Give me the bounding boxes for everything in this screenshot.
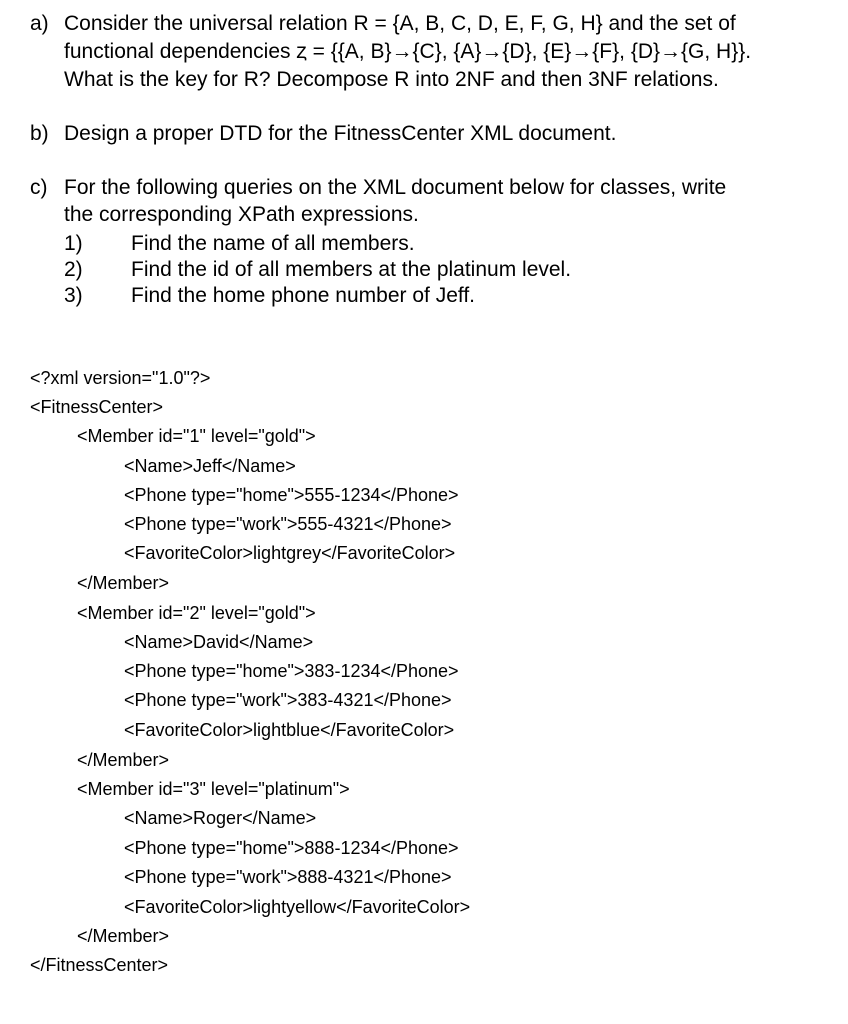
xml-member-3-open: <Member id="3" level="platinum"> xyxy=(77,779,350,799)
subquery-2-text: Find the id of all members at the platin… xyxy=(131,258,572,281)
xml-member-2-phone-work: <Phone type="work">383-4321</Phone> xyxy=(124,690,452,710)
subquery-3-text: Find the home phone number of Jeff. xyxy=(131,284,475,307)
xml-declaration: <?xml version="1.0"?> xyxy=(30,368,211,388)
question-c-letter: c) xyxy=(30,176,48,199)
xml-member-3-name: <Name>Roger</Name> xyxy=(124,808,317,828)
xml-member-2-name: <Name>David</Name> xyxy=(124,632,314,652)
xml-member-3-phone-home: <Phone type="home">888-1234</Phone> xyxy=(124,838,459,858)
subquery-3-number: 3) xyxy=(64,284,83,307)
xml-fitnesscenter-open: <FitnessCenter> xyxy=(30,397,164,417)
question-c-line-1: For the following queries on the XML doc… xyxy=(64,176,727,199)
xml-member-2-open: <Member id="2" level="gold"> xyxy=(77,603,316,623)
subquery-2-number: 2) xyxy=(64,258,83,281)
xml-member-1-close: </Member> xyxy=(77,573,170,593)
subquery-1-text: Find the name of all members. xyxy=(131,232,415,255)
question-a-letter: a) xyxy=(30,12,49,35)
question-a-line-2: functional dependencies ȥ = {{A, B}→{C},… xyxy=(64,40,752,63)
xml-member-1-open: <Member id="1" level="gold"> xyxy=(77,426,316,446)
xml-fitnesscenter-close: </FitnessCenter> xyxy=(30,955,169,975)
question-b-line-1: Design a proper DTD for the FitnessCente… xyxy=(64,122,617,145)
xml-member-3-close: </Member> xyxy=(77,926,170,946)
question-a-line-1: Consider the universal relation R = {A, … xyxy=(64,12,736,35)
question-b-letter: b) xyxy=(30,122,49,145)
xml-member-3-favorite-color: <FavoriteColor>lightyellow</FavoriteColo… xyxy=(124,897,471,917)
xml-member-1-favorite-color: <FavoriteColor>lightgrey</FavoriteColor> xyxy=(124,543,456,563)
xml-member-2-close: </Member> xyxy=(77,750,170,770)
subquery-1-number: 1) xyxy=(64,232,83,255)
question-c-line-2: the corresponding XPath expressions. xyxy=(64,203,419,226)
question-a-line-3: What is the key for R? Decompose R into … xyxy=(64,68,719,91)
xml-member-1-name: <Name>Jeff</Name> xyxy=(124,456,296,476)
xml-member-1-phone-home: <Phone type="home">555-1234</Phone> xyxy=(124,485,459,505)
xml-member-1-phone-work: <Phone type="work">555-4321</Phone> xyxy=(124,514,452,534)
xml-member-2-phone-home: <Phone type="home">383-1234</Phone> xyxy=(124,661,459,681)
xml-member-2-favorite-color: <FavoriteColor>lightblue</FavoriteColor> xyxy=(124,720,455,740)
xml-member-3-phone-work: <Phone type="work">888-4321</Phone> xyxy=(124,867,452,887)
